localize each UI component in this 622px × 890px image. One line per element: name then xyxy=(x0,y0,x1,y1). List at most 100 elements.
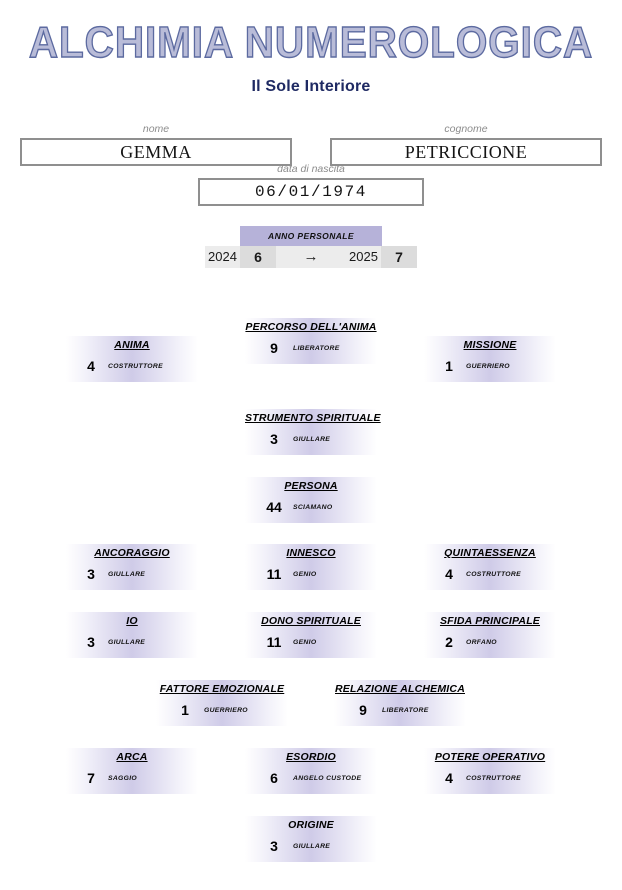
anno-personale-header: ANNO PERSONALE xyxy=(240,226,382,246)
card-background xyxy=(245,318,377,364)
card-title: POTERE OPERATIVO xyxy=(434,751,546,763)
card-background xyxy=(66,748,198,794)
card-number: 11 xyxy=(266,566,282,582)
card-title: ORIGINE xyxy=(288,819,334,831)
card-anima[interactable]: ANIMA 4 COSTRUTTORE xyxy=(66,336,198,382)
card-relazione-alchemica[interactable]: RELAZIONE ALCHEMICA 9 LIBERATORE xyxy=(334,680,466,726)
card-title: IO xyxy=(126,615,138,627)
card-background xyxy=(66,544,198,590)
card-number: 9 xyxy=(359,702,367,718)
anno-value-from: 6 xyxy=(240,246,276,268)
card-strumento-spirituale[interactable]: STRUMENTO SPIRITUALE 3 GIULLARE xyxy=(245,409,381,455)
card-title: PERCORSO DELL'ANIMA xyxy=(245,321,377,333)
cognome-input[interactable]: PETRICCIONE xyxy=(330,138,602,166)
card-archetype: COSTRUTTORE xyxy=(466,571,521,578)
card-title: ANIMA xyxy=(114,339,150,351)
card-archetype: LIBERATORE xyxy=(382,707,429,714)
masthead: ALCHIMIA NUMEROLOGICA Il Sole Interiore xyxy=(0,18,622,96)
card-missione[interactable]: MISSIONE 1 GUERRIERO xyxy=(424,336,556,382)
card-innesco[interactable]: INNESCO 11 GENIO xyxy=(245,544,377,590)
arrow-right-icon: → xyxy=(276,246,346,268)
card-archetype: ORFANO xyxy=(466,639,497,646)
card-archetype: GUERRIERO xyxy=(466,363,510,370)
cognome-label: cognome xyxy=(444,123,488,135)
anno-year-to: 2025 xyxy=(346,246,381,268)
data-nascita-field-group: data di nascita 06/01/1974 xyxy=(198,163,424,206)
anno-year-from: 2024 xyxy=(205,246,240,268)
card-ancoraggio[interactable]: ANCORAGGIO 3 GIULLARE xyxy=(66,544,198,590)
anno-personale-row: 2024 6 → 2025 7 xyxy=(205,246,417,268)
nome-input[interactable]: GEMMA xyxy=(20,138,292,166)
card-background xyxy=(66,336,198,382)
card-background xyxy=(424,336,556,382)
anno-value-to: 7 xyxy=(381,246,417,268)
card-title: STRUMENTO SPIRITUALE xyxy=(245,412,381,424)
card-background xyxy=(245,409,377,455)
card-percorso-dell-anima[interactable]: PERCORSO DELL'ANIMA 9 LIBERATORE xyxy=(245,318,377,364)
card-title: INNESCO xyxy=(286,547,336,559)
card-esordio[interactable]: ESORDIO 6 ANGELO CUSTODE xyxy=(245,748,377,794)
card-archetype: GENIO xyxy=(293,639,317,646)
nome-label: nome xyxy=(142,123,170,135)
card-number: 4 xyxy=(445,770,453,786)
page-subtitle: Il Sole Interiore xyxy=(251,78,371,95)
card-number: 9 xyxy=(270,340,278,356)
card-potere-operativo[interactable]: POTERE OPERATIVO 4 COSTRUTTORE xyxy=(424,748,556,794)
card-title: ANCORAGGIO xyxy=(94,547,170,559)
card-dono-spirituale[interactable]: DONO SPIRITUALE 11 GENIO xyxy=(245,612,377,658)
card-archetype: GENIO xyxy=(293,571,317,578)
page-title: ALCHIMIA NUMEROLOGICA xyxy=(28,18,594,67)
card-archetype: GIULLARE xyxy=(108,639,146,646)
card-title: FATTORE EMOZIONALE xyxy=(159,683,285,695)
card-number: 1 xyxy=(181,702,189,718)
cognome-field-group: cognome PETRICCIONE xyxy=(330,123,602,166)
data-nascita-input[interactable]: 06/01/1974 xyxy=(198,178,424,206)
card-number: 3 xyxy=(87,634,95,650)
card-archetype: LIBERATORE xyxy=(293,345,340,352)
card-title: MISSIONE xyxy=(463,339,517,351)
card-io[interactable]: IO 3 GIULLARE xyxy=(66,612,198,658)
card-background xyxy=(245,816,377,862)
nome-field-group: nome GEMMA xyxy=(20,123,292,166)
card-title: ESORDIO xyxy=(286,751,336,763)
card-background xyxy=(245,477,377,523)
card-background xyxy=(245,612,377,658)
card-number: 2 xyxy=(445,634,453,650)
card-sfida-principale[interactable]: SFIDA PRINCIPALE 2 ORFANO xyxy=(424,612,556,658)
card-number: 7 xyxy=(87,770,95,786)
card-number: 3 xyxy=(270,431,278,447)
card-number: 44 xyxy=(266,499,282,515)
card-number: 11 xyxy=(266,634,282,650)
card-archetype: ANGELO CUSTODE xyxy=(293,775,362,782)
card-archetype: SCIAMANO xyxy=(293,504,333,511)
card-background xyxy=(66,612,198,658)
card-archetype: GIULLARE xyxy=(293,436,331,443)
card-number: 3 xyxy=(87,566,95,582)
card-title: DONO SPIRITUALE xyxy=(261,615,361,627)
card-number: 4 xyxy=(445,566,453,582)
card-archetype: COSTRUTTORE xyxy=(466,775,521,782)
card-title: QUINTAESSENZA xyxy=(444,547,536,559)
card-archetype: COSTRUTTORE xyxy=(108,363,163,370)
card-archetype: GIULLARE xyxy=(293,843,331,850)
card-number: 1 xyxy=(445,358,453,374)
card-number: 6 xyxy=(270,770,278,786)
card-title: ARCA xyxy=(116,751,148,763)
card-title: RELAZIONE ALCHEMICA xyxy=(335,683,465,695)
card-background xyxy=(334,680,466,726)
card-archetype: GIULLARE xyxy=(108,571,146,578)
card-title: SFIDA PRINCIPALE xyxy=(439,615,541,627)
card-background xyxy=(245,748,377,794)
card-background xyxy=(156,680,288,726)
card-background xyxy=(424,748,556,794)
card-title: PERSONA xyxy=(284,480,338,492)
card-quintaessenza[interactable]: QUINTAESSENZA 4 COSTRUTTORE xyxy=(424,544,556,590)
card-background xyxy=(424,544,556,590)
anno-personale-table: ANNO PERSONALE 2024 6 → 2025 7 xyxy=(205,226,417,268)
card-background xyxy=(245,544,377,590)
card-number: 4 xyxy=(87,358,95,374)
